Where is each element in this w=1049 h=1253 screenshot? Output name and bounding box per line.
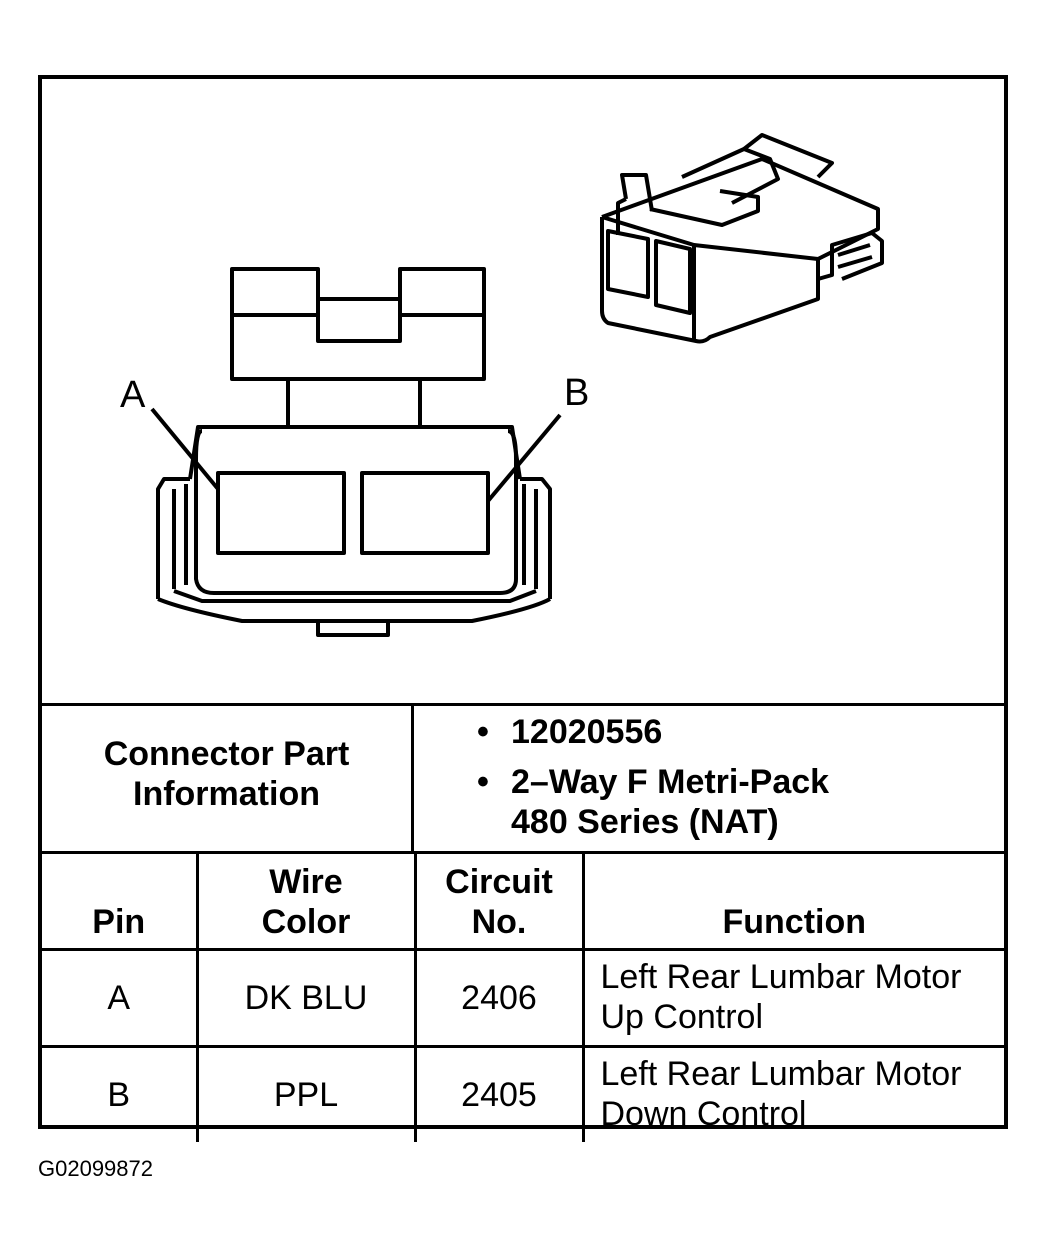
- bullet-icon: •: [477, 763, 489, 801]
- cell-pin: A: [42, 948, 199, 1048]
- header-function: Function: [581, 851, 1004, 951]
- connector-type-line1: 2–Way F Metri-Pack: [511, 763, 830, 801]
- connector-part-info-row: Connector Part Information • 12020556 • …: [42, 703, 1004, 851]
- header-circuit-no: Circuit No.: [413, 851, 585, 951]
- bullet-icon: •: [477, 713, 489, 751]
- connector-front-view: [150, 267, 562, 637]
- cavity-b: [360, 471, 490, 555]
- pin-b-label: B: [564, 372, 589, 414]
- cell-circuit: 2405: [413, 1045, 585, 1142]
- header-pin: Pin: [42, 851, 199, 951]
- cell-wire-color: DK BLU: [195, 948, 417, 1048]
- connector-3d-view: [600, 133, 884, 344]
- cell-function: Left Rear Lumbar Motor Up Control: [581, 948, 1004, 1048]
- connector-frame: A B Connector Part Information • 1202055…: [38, 75, 1008, 1142]
- info-label-line1: Connector Part: [103, 734, 350, 773]
- table-header-row: Pin Wire Color Circuit No. Function: [42, 851, 1004, 951]
- table-row: B PPL 2405 Left Rear Lumbar Motor Down C…: [42, 1045, 1004, 1142]
- connector-part-info-list: • 12020556 • 2–Way F Metri-Pack 480 Seri…: [477, 712, 829, 852]
- cavity-3d-a: [606, 229, 650, 299]
- connector-part-info-label: Connector Part Information: [42, 706, 414, 851]
- connector-diagram: A B: [120, 133, 884, 637]
- table-row: A DK BLU 2406 Left Rear Lumbar Motor Up …: [42, 948, 1004, 1048]
- cell-wire-color: PPL: [195, 1045, 417, 1142]
- pinout-table: Pin Wire Color Circuit No. Function A DK…: [42, 851, 1004, 1142]
- pin-a-label: A: [120, 374, 146, 416]
- cavity-3d-b: [654, 239, 692, 315]
- cavity-a: [216, 471, 346, 555]
- cell-circuit: 2406: [413, 948, 585, 1048]
- header-wire-color: Wire Color: [195, 851, 417, 951]
- part-number: 12020556: [511, 713, 663, 751]
- cell-function: Left Rear Lumbar Motor Down Control: [581, 1045, 1004, 1142]
- part-number-item: • 12020556: [477, 712, 829, 752]
- figure-code: G02099872: [38, 1156, 153, 1181]
- connector-type-item: • 2–Way F Metri-Pack 480 Series (NAT): [477, 762, 829, 842]
- connector-type-line2: 480 Series (NAT): [511, 803, 779, 841]
- info-label-line2: Information: [133, 774, 320, 813]
- cell-pin: B: [42, 1045, 199, 1142]
